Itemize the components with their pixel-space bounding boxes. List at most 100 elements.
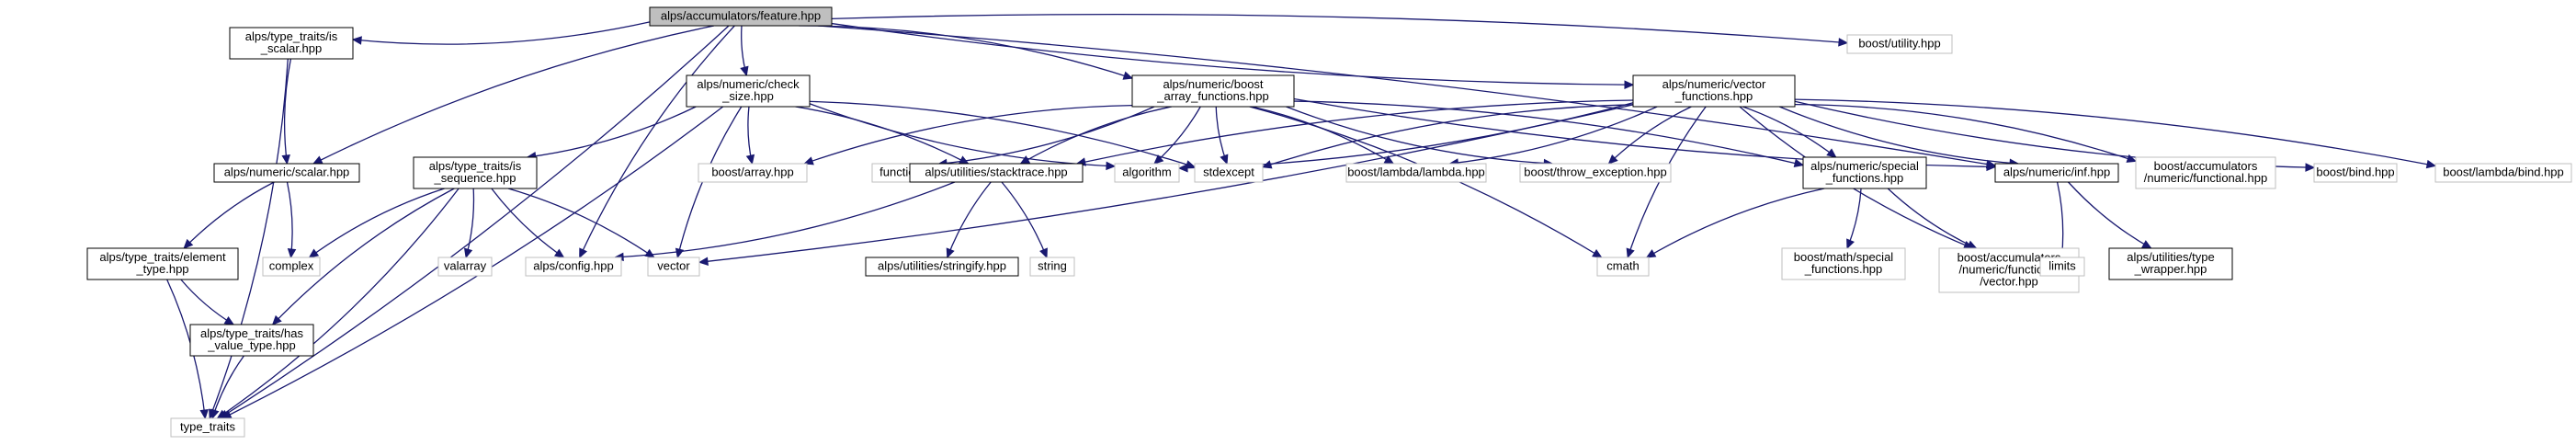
- node-label: /vector.hpp: [1980, 275, 2038, 289]
- arrowhead: [1122, 71, 1134, 80]
- arrowhead: [287, 248, 297, 259]
- node-box: [1345, 163, 1487, 183]
- arrowhead: [1383, 155, 1395, 165]
- arrowhead: [1826, 148, 1837, 158]
- node-stacktrace[interactable]: alps/utilities/stacktrace.hpp: [909, 163, 1084, 183]
- node-label: boost/array.hpp: [711, 165, 793, 179]
- edge-vector-functions-to-lambda-bind: [1794, 98, 2436, 166]
- node-type-wrapper[interactable]: alps/utilities/type_wrapper.hpp: [2108, 247, 2233, 280]
- node-stdexcept: stdexcept: [1194, 163, 1264, 183]
- node-type-traits: type_traits: [170, 417, 245, 438]
- edge-check-size-to-is-sequence: [527, 106, 697, 158]
- node-box: [1131, 74, 1295, 108]
- node-box: [2039, 257, 2085, 277]
- node-label: /numeric/functional: [1958, 263, 2059, 277]
- edge-vector-functions-to-special-functions: [1742, 106, 1837, 158]
- arrowhead: [1846, 238, 1855, 250]
- node-label: boost/math/special: [1794, 250, 1894, 264]
- arrowhead: [1177, 163, 1188, 173]
- edge-is-sequence-to-config: [491, 188, 564, 258]
- edge-vector-functions-to-inf: [1779, 106, 2019, 165]
- node-label: _sequence.hpp: [434, 171, 516, 185]
- node-box: [909, 163, 1084, 183]
- node-box: [86, 247, 239, 280]
- edge-is-sequence-to-complex: [309, 188, 445, 258]
- arrowhead: [2305, 163, 2316, 172]
- node-element-type[interactable]: alps/type_traits/element_type.hpp: [86, 247, 239, 280]
- arrowhead: [223, 315, 235, 325]
- node-label: _array_functions.hpp: [1156, 89, 1268, 103]
- node-label: _functions.hpp: [1804, 262, 1883, 276]
- node-special-functions[interactable]: alps/numeric/special_functions.hpp: [1802, 156, 1927, 189]
- arrowhead: [803, 156, 814, 165]
- edges-layer: [166, 13, 2437, 420]
- node-lambda: boost/lambda/lambda.hpp: [1345, 163, 1487, 183]
- node-box: [2434, 163, 2572, 183]
- node-vector-functions[interactable]: alps/numeric/vector_functions.hpp: [1632, 74, 1796, 108]
- node-box: [649, 6, 833, 27]
- node-box: [1194, 163, 1264, 183]
- edge-is-sequence-to-vector: [507, 188, 655, 258]
- arrowhead: [312, 155, 323, 165]
- node-box: [1632, 74, 1796, 108]
- node-label: alps/numeric/inf.hpp: [2003, 165, 2110, 179]
- node-inf[interactable]: alps/numeric/inf.hpp: [1994, 163, 2119, 183]
- node-label: _size.hpp: [721, 89, 774, 103]
- node-box: [1802, 156, 1927, 189]
- arrowhead: [675, 247, 685, 259]
- arrowhead: [745, 154, 755, 165]
- arrowhead: [1592, 248, 1603, 258]
- node-acc-functional: boost/accumulators/numeric/functional.hp…: [2135, 156, 2276, 189]
- node-box: [1846, 34, 1953, 54]
- node-label: boost/utility.hpp: [1858, 37, 1940, 51]
- node-label: alps/type_traits/element: [99, 250, 226, 264]
- arrowhead: [698, 257, 709, 266]
- node-lambda-bind: boost/lambda/bind.hpp: [2434, 163, 2572, 183]
- arrowhead: [210, 408, 220, 420]
- arrowhead: [553, 248, 565, 258]
- edge-scalar-to-element-type: [183, 181, 275, 249]
- arrowhead: [1838, 38, 1849, 47]
- node-cmath: cmath: [1596, 257, 1650, 277]
- node-box: [189, 324, 314, 357]
- edge-is-scalar-to-type-traits: [209, 58, 289, 419]
- node-stringify[interactable]: alps/utilities/stringify.hpp: [865, 257, 1019, 277]
- node-check-size[interactable]: alps/numeric/check_size.hpp: [686, 74, 811, 108]
- node-scalar[interactable]: alps/numeric/scalar.hpp: [213, 163, 360, 183]
- node-is-scalar[interactable]: alps/type_traits/is_scalar.hpp: [229, 27, 354, 60]
- edge-is-scalar-to-scalar: [283, 58, 292, 165]
- arrowhead: [1261, 160, 1273, 169]
- node-root[interactable]: alps/accumulators/feature.hpp: [649, 6, 833, 27]
- edge-root-to-inf: [818, 25, 1996, 166]
- edge-stacktrace-to-config: [615, 181, 956, 258]
- edge-special-functions-to-math-special: [1846, 188, 1862, 249]
- node-label: vector: [657, 259, 690, 273]
- node-math-special: boost/math/special_functions.hpp: [1781, 247, 1906, 280]
- node-label: alps/type_traits/has: [200, 326, 304, 340]
- edge-check-size-to-stacktrace: [795, 106, 969, 165]
- node-label: alps/accumulators/feature.hpp: [661, 9, 821, 23]
- node-label: limits: [2048, 259, 2076, 273]
- edge-element-type-to-has-value-type: [180, 279, 234, 325]
- edge-boost-array-functions-to-special-functions: [1293, 100, 1804, 166]
- node-has-value-type[interactable]: alps/type_traits/has_value_type.hpp: [189, 324, 314, 357]
- node-boost-array-functions[interactable]: alps/numeric/boost_array_functions.hpp: [1131, 74, 1295, 108]
- node-box: [698, 163, 808, 183]
- arrowhead: [2425, 159, 2437, 169]
- edge-vector-functions-to-lambda: [1449, 106, 1658, 165]
- node-box: [647, 257, 700, 277]
- arrowhead: [1626, 247, 1635, 259]
- node-is-sequence[interactable]: alps/type_traits/is_sequence.hpp: [413, 156, 538, 189]
- arrowhead: [1607, 154, 1618, 165]
- node-label: alps/type_traits/is: [245, 29, 338, 43]
- node-box: [1519, 163, 1672, 183]
- node-string: string: [1029, 257, 1075, 277]
- node-label: boost/accumulators: [1958, 251, 2061, 265]
- node-label: _scalar.hpp: [260, 41, 323, 55]
- node-valarray: valarray: [437, 257, 493, 277]
- node-label: _wrapper.hpp: [2134, 262, 2207, 276]
- nodes-layer: alps/accumulators/feature.hpp alps/type_t…: [86, 6, 2572, 438]
- node-box: [170, 417, 245, 438]
- node-label: _functions.hpp: [1674, 89, 1753, 103]
- node-label: boost/lambda/bind.hpp: [2443, 165, 2564, 179]
